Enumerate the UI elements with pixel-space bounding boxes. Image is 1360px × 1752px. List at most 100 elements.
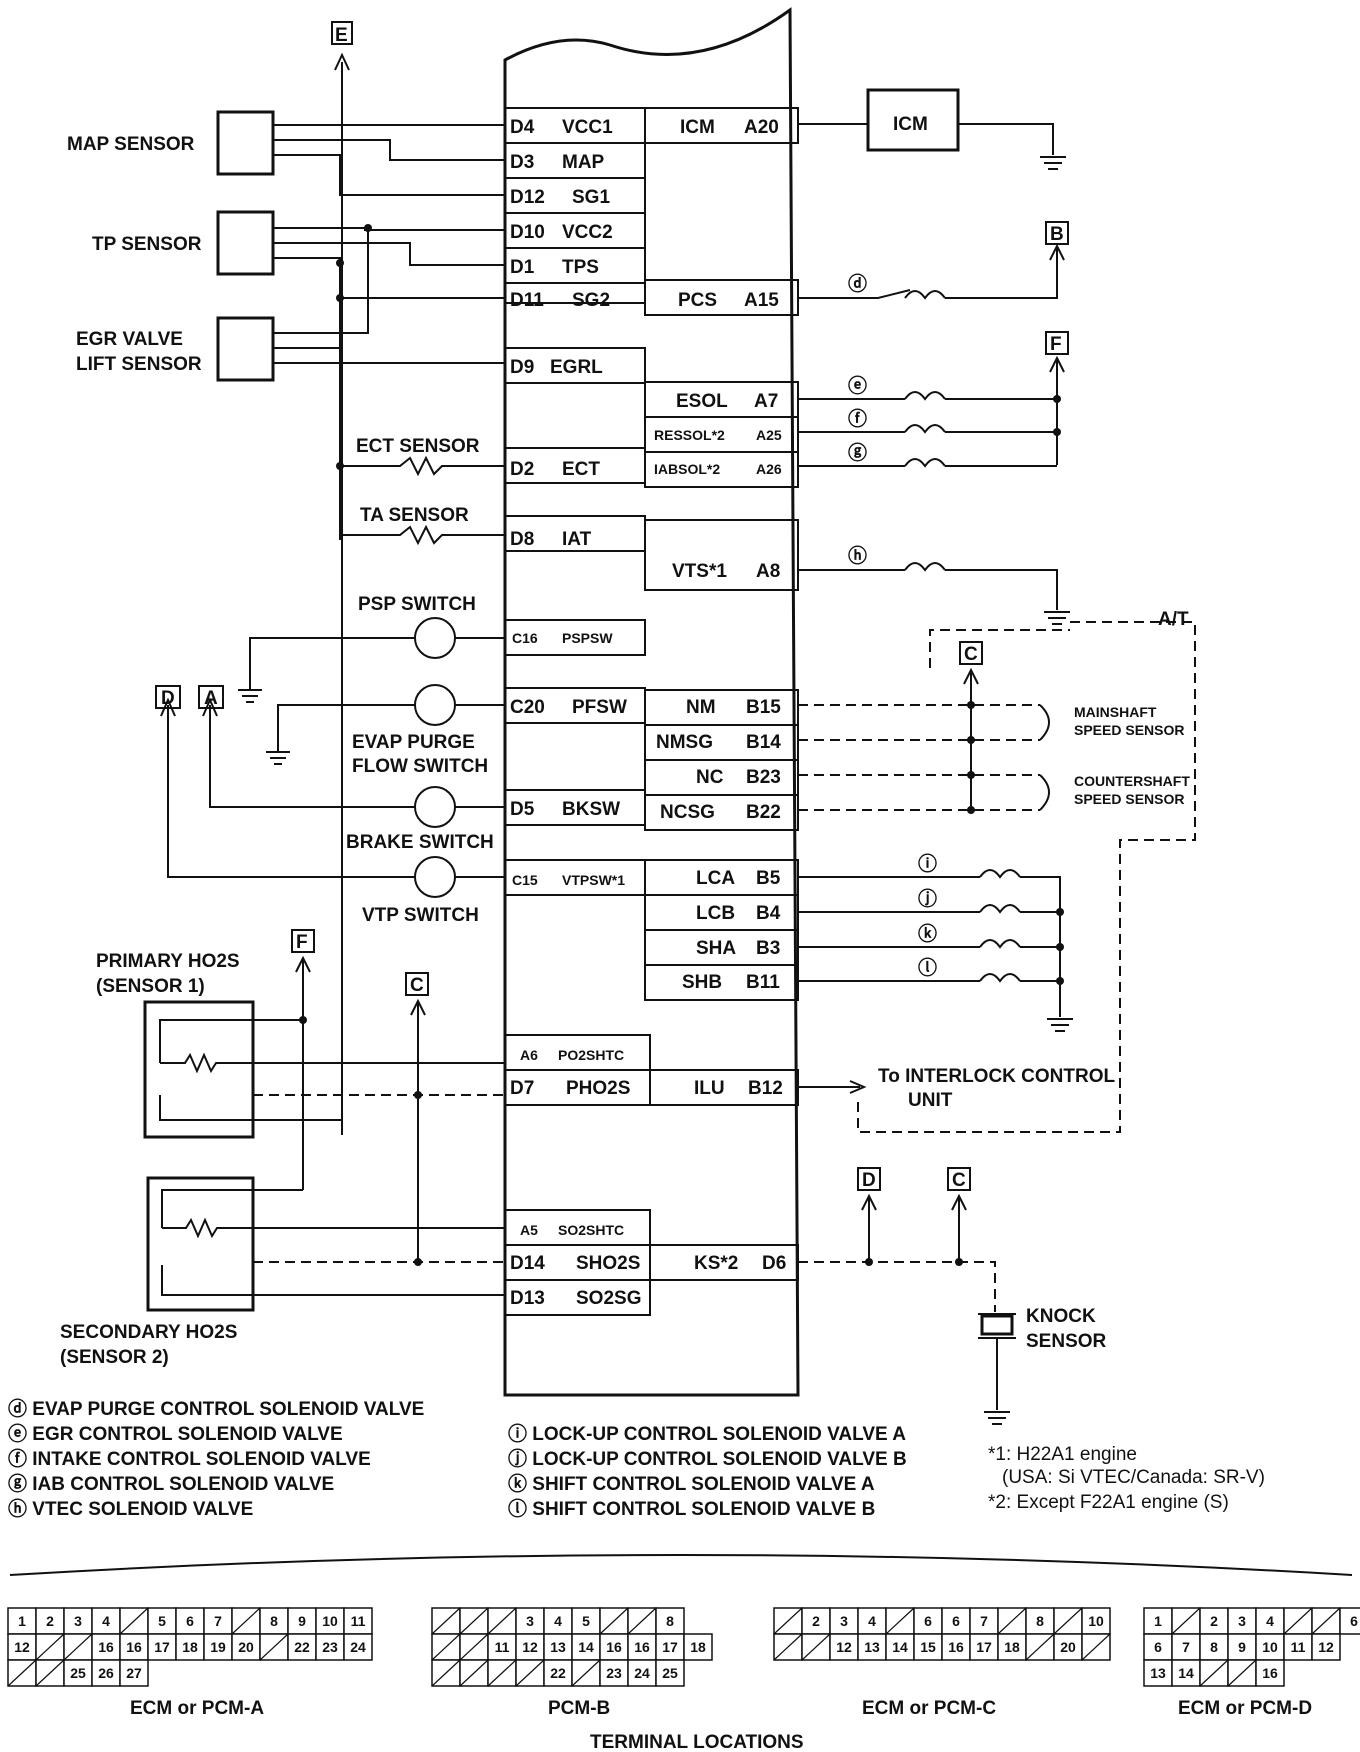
at-boundary xyxy=(857,621,1196,1133)
blank-terminal-slash xyxy=(1025,1633,1055,1661)
knock-sensor-label-1: KNOCK xyxy=(1026,1306,1096,1327)
terminal-number: 8 xyxy=(1036,1613,1044,1629)
terminal-number: 3 xyxy=(74,1613,82,1629)
terminal-cell xyxy=(1081,1607,1111,1635)
note-1: *1: H22A1 engine xyxy=(988,1444,1137,1465)
blank-terminal-slash xyxy=(885,1607,915,1635)
sig-pcs: PCS xyxy=(678,290,717,311)
vtp-switch-label: VTP SWITCH xyxy=(362,905,479,926)
primary-ho2s-box xyxy=(143,1000,255,1139)
legend-left: ⓓ EVAP PURGE CONTROL SOLENOID VALVE ⓔ EG… xyxy=(8,1397,424,1520)
blank-terminal-slash xyxy=(801,1633,831,1661)
pin-a7: A7 xyxy=(754,391,778,412)
ref-c-box-right xyxy=(959,641,983,665)
terminal-number: 4 xyxy=(868,1613,876,1629)
terminal-number: 1 xyxy=(18,1613,26,1629)
pin-d6: D6 xyxy=(762,1253,786,1274)
terminal-cell xyxy=(1143,1607,1173,1635)
terminal-number: 26 xyxy=(98,1665,114,1681)
ect-sensor-label: ECT SENSOR xyxy=(356,436,480,457)
terminal-number: 13 xyxy=(550,1639,566,1655)
legend-right: ⓘ LOCK-UP CONTROL SOLENOID VALVE A ⓙ LOC… xyxy=(508,1422,907,1520)
ta-sensor-symbol xyxy=(340,524,505,546)
blank-terminal-slash xyxy=(7,1659,37,1687)
terminal-cell xyxy=(1255,1659,1285,1687)
sig-nm: NM xyxy=(686,697,716,718)
blank-terminal-slash xyxy=(459,1633,489,1661)
at-label: A/T xyxy=(1158,609,1189,630)
ecm-body-outline xyxy=(503,7,800,1397)
terminal-number: 11 xyxy=(351,1613,366,1629)
legend-i: ⓘ LOCK-UP CONTROL SOLENOID VALVE A xyxy=(508,1422,906,1445)
mark-h: ⓗ xyxy=(848,544,867,567)
blank-terminal-slash xyxy=(627,1607,657,1635)
shift-solenoid-wiring xyxy=(798,869,1073,1032)
sig-map: MAP xyxy=(562,152,605,173)
sig-ressol: RESSOL*2 xyxy=(654,427,725,443)
pin-a26: A26 xyxy=(756,461,782,477)
blank-terminal-slash xyxy=(773,1633,803,1661)
egr-sensor-box xyxy=(216,316,275,382)
ref-b-label: B xyxy=(1050,224,1064,245)
pin-d3: D3 xyxy=(510,152,534,173)
terminal-number: 22 xyxy=(550,1665,566,1681)
terminal-number: 12 xyxy=(14,1639,30,1655)
terminal-cell xyxy=(287,1633,317,1661)
ref-d-label-right: D xyxy=(862,1170,876,1191)
terminal-cell xyxy=(1339,1607,1360,1635)
sig-so2sg: SO2SG xyxy=(576,1288,641,1309)
pin-d2: D2 xyxy=(510,459,534,480)
blank-terminal-slash xyxy=(119,1607,149,1635)
egr-label-2: LIFT SENSOR xyxy=(76,354,202,375)
sig-lca: LCA xyxy=(696,868,735,889)
evap-switch-symbol xyxy=(414,684,456,726)
terminal-number: 6 xyxy=(1154,1639,1162,1655)
terminal-cell xyxy=(175,1607,205,1635)
ref-c-label-right: C xyxy=(964,644,978,665)
note-2: *2: Except F22A1 engine (S) xyxy=(988,1492,1229,1513)
sig-pfsw: PFSW xyxy=(572,697,627,718)
ref-f-box-left xyxy=(291,929,315,953)
blank-terminal-slash xyxy=(599,1607,629,1635)
blank-terminal-slash xyxy=(1081,1633,1111,1661)
terminal-number: 3 xyxy=(526,1613,534,1629)
terminal-cell xyxy=(1255,1633,1285,1661)
secondary-ho2s-box xyxy=(146,1176,255,1312)
terminal-number: 18 xyxy=(182,1639,198,1655)
mark-e: ⓔ xyxy=(848,374,867,397)
mark-l: ⓛ xyxy=(918,956,937,979)
pin-b15: B15 xyxy=(746,697,781,718)
ref-a-box xyxy=(198,685,224,709)
blank-terminal-slash xyxy=(459,1659,489,1687)
blank-terminal-slash xyxy=(487,1607,517,1635)
secondary-ho2s-label-1: SECONDARY HO2S xyxy=(60,1322,237,1343)
blank-terminal-slash xyxy=(1283,1607,1313,1635)
blank-terminal-slash xyxy=(35,1659,65,1687)
terminal-cell xyxy=(315,1607,345,1635)
terminal-cell xyxy=(515,1607,545,1635)
terminal-number: 22 xyxy=(294,1639,310,1655)
pin-d12: D12 xyxy=(510,187,545,208)
brake-switch-label: BRAKE SWITCH xyxy=(346,832,494,853)
blank-terminal-slash xyxy=(997,1607,1027,1635)
legend-l: ⓛ SHIFT CONTROL SOLENOID VALVE B xyxy=(508,1497,875,1520)
sig-ncsg: NCSG xyxy=(660,802,715,823)
countershaft-label-1: COUNTERSHAFT xyxy=(1074,773,1190,789)
legend-e: ⓔ EGR CONTROL SOLENOID VALVE xyxy=(8,1422,343,1445)
terminal-cell xyxy=(683,1633,713,1661)
terminal-cell xyxy=(343,1607,373,1635)
terminal-cell xyxy=(91,1659,121,1687)
terminal-number: 17 xyxy=(662,1639,678,1655)
left-pin-boxes xyxy=(504,107,651,1316)
connector-name: ECM or PCM-A xyxy=(130,1698,264,1719)
pin-a8: A8 xyxy=(756,561,780,582)
primary-ho2s-label-1: PRIMARY HO2S xyxy=(96,951,240,972)
terminal-number: 18 xyxy=(690,1639,706,1655)
map-sensor-box xyxy=(216,110,275,176)
terminal-cell xyxy=(231,1633,261,1661)
speed-sensor-wiring xyxy=(798,704,1040,811)
ref-b-box xyxy=(1045,221,1069,245)
